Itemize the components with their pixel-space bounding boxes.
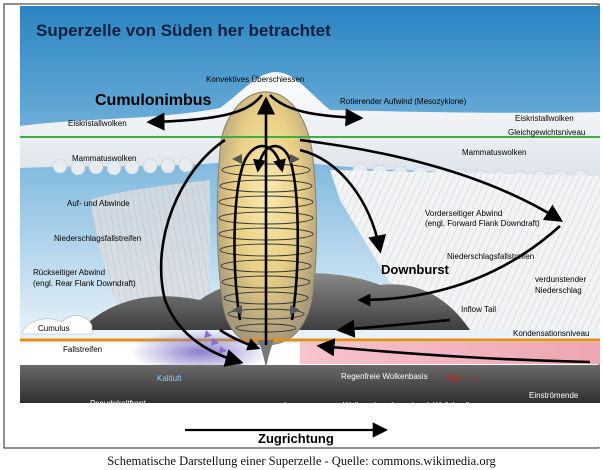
label-rotierender: Rotierender Aufwind (Mesozyklone) [340,97,467,106]
label-fallstreifen: Fallstreifen [63,345,102,354]
label-vorderseitiger-1: Vorderseitiger Abwind [425,209,502,218]
label-auf-abwinde: Auf- und Abwinde [67,199,130,208]
label-niederschlag-right: Niederschlagsfallstreifen [447,252,534,261]
label-gleichgewicht: Gleichgewichtsniveau [508,128,585,137]
label-inflow-tail: Inflow Tail [461,305,496,314]
label-boeenlinie: Böenlinie [446,374,479,383]
label-eiskristall-right: Eiskristallwolken [515,114,574,123]
label-tornado: Tornado [244,400,295,415]
label-kondensation: Kondensationsniveau [513,329,590,338]
label-wolkenabsenkung: Wolkenabsenkung (engl. Wallcloud) [343,401,471,410]
label-mammatus-right: Mammatuswolken [462,148,526,157]
label-kaltluft: Kaltluft [157,374,182,383]
label-verdunstender-2: Niederschlag [535,286,582,295]
label-rueckseitiger-2: (engl. Rear Flank Downdraft) [33,279,136,288]
label-vorderseitiger-2: (engl. Forward Flank Downdraft) [425,219,540,228]
label-verdunstender-1: verdunstender [535,275,586,284]
label-einstroemende-2: Warmluft (Inflow) [529,402,589,411]
label-zugrichtung: Zugrichtung [258,431,334,446]
label-downburst: Downburst [381,262,450,277]
label-pseudokaltfront: Pseudokaltfront [90,399,146,408]
label-eiskristall-left: Eiskristallwolken [68,119,127,128]
label-regenfreie: Regenfreie Wolkenbasis [341,372,428,381]
label-mammatus-left: Mammatuswolken [72,154,136,163]
ground [20,365,600,403]
label-einstroemende-1: Einströmende [529,391,579,400]
label-niederschlag-left: Niederschlagsfallstreifen [54,234,141,243]
label-rueckseitiger-1: Rückseitiger Abwind [33,268,105,277]
figure-caption: Schematische Darstellung einer Superzell… [0,452,603,470]
diagram-title: Superzelle von Süden her betrachtet [36,21,331,40]
diagram-canvas: Superzelle von Süden her betrachtet Konv… [0,0,603,452]
label-cumulus: Cumulus [38,324,70,333]
label-konvektives: Konvektives Überschiessen [206,75,304,84]
label-cumulonimbus: Cumulonimbus [95,92,212,109]
